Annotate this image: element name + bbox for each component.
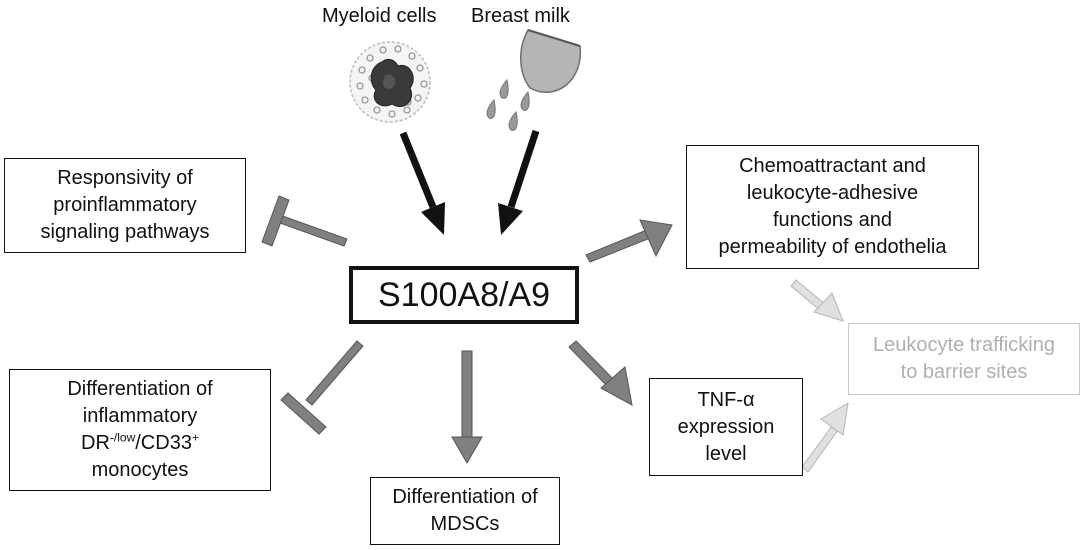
chemoattractant-box: Chemoattractant and leukocyte-adhesive f… <box>686 145 979 269</box>
diff-infl-line-3: DR-/low/CD33+ <box>81 430 199 457</box>
mdsc-line-1: Differentiation of <box>392 486 538 508</box>
responsivity-line-3: signaling pathways <box>40 221 210 243</box>
responsivity-line-1: Responsivity of <box>57 167 193 189</box>
differentiation-inflammatory-box: Differentiation of inflammatory DR-/low/… <box>9 369 271 491</box>
chemo-line-2: leukocyte-adhesive <box>746 182 919 204</box>
tnf-line-2: expression <box>677 415 775 438</box>
diff-infl-line-2: inflammatory <box>82 405 198 427</box>
mdsc-line-2: MDSCs <box>430 513 500 535</box>
tnf-prefix: TNF- <box>697 388 743 411</box>
chemo-line-4: permeability of endothelia <box>718 236 947 258</box>
s100-to-mdsc-arrow <box>451 350 483 465</box>
chemo-line-1: Chemoattractant and <box>739 155 926 177</box>
responsivity-line-2: proinflammatory <box>53 194 197 216</box>
diff-infl-line-1: Differentiation of <box>67 378 213 400</box>
alpha-symbol: α <box>742 388 755 411</box>
s100a8-a9-label: S100A8/A9 <box>377 275 551 314</box>
diff-infl-line-4: monocytes <box>91 459 189 481</box>
mdsc-box: Differentiation of MDSCs <box>370 477 560 545</box>
myeloid-to-s100-arrow <box>399 131 445 235</box>
s100-to-chemo-arrow <box>585 219 673 263</box>
breast-milk-icon <box>486 29 582 131</box>
cd33-text: /CD33 <box>135 432 192 454</box>
myeloid-cell-icon <box>349 41 431 123</box>
inhibition-responsivity-arrow <box>261 195 348 247</box>
tnf-to-leukocyte-arrow <box>801 402 849 473</box>
myeloid-cells-label: Myeloid cells <box>322 5 437 27</box>
s100-to-tnf-arrow <box>568 340 633 406</box>
inhibition-differentiation-arrow <box>280 340 364 435</box>
tnf-line-3: level <box>705 442 747 465</box>
dr-superscript: -/low <box>109 430 136 445</box>
s100a8-a9-node: S100A8/A9 <box>349 266 579 324</box>
chemo-line-3: functions and <box>773 209 892 231</box>
dr-prefix: DR <box>81 432 110 454</box>
leukocyte-line-1: Leukocyte trafficking <box>873 334 1055 356</box>
leukocyte-line-2: to barrier sites <box>900 361 1028 383</box>
responsivity-box: Responsivity of proinflammatory signalin… <box>4 158 246 253</box>
cd33-superscript: + <box>191 430 199 445</box>
leukocyte-trafficking-box: Leukocyte trafficking to barrier sites <box>848 323 1080 395</box>
breast-milk-label: Breast milk <box>471 5 570 27</box>
chemo-to-leukocyte-arrow <box>790 279 844 322</box>
milk-to-s100-arrow <box>498 129 540 235</box>
tnf-line-1: TNF-α <box>697 387 754 414</box>
tnf-alpha-box: TNF-α expression level <box>649 378 803 476</box>
